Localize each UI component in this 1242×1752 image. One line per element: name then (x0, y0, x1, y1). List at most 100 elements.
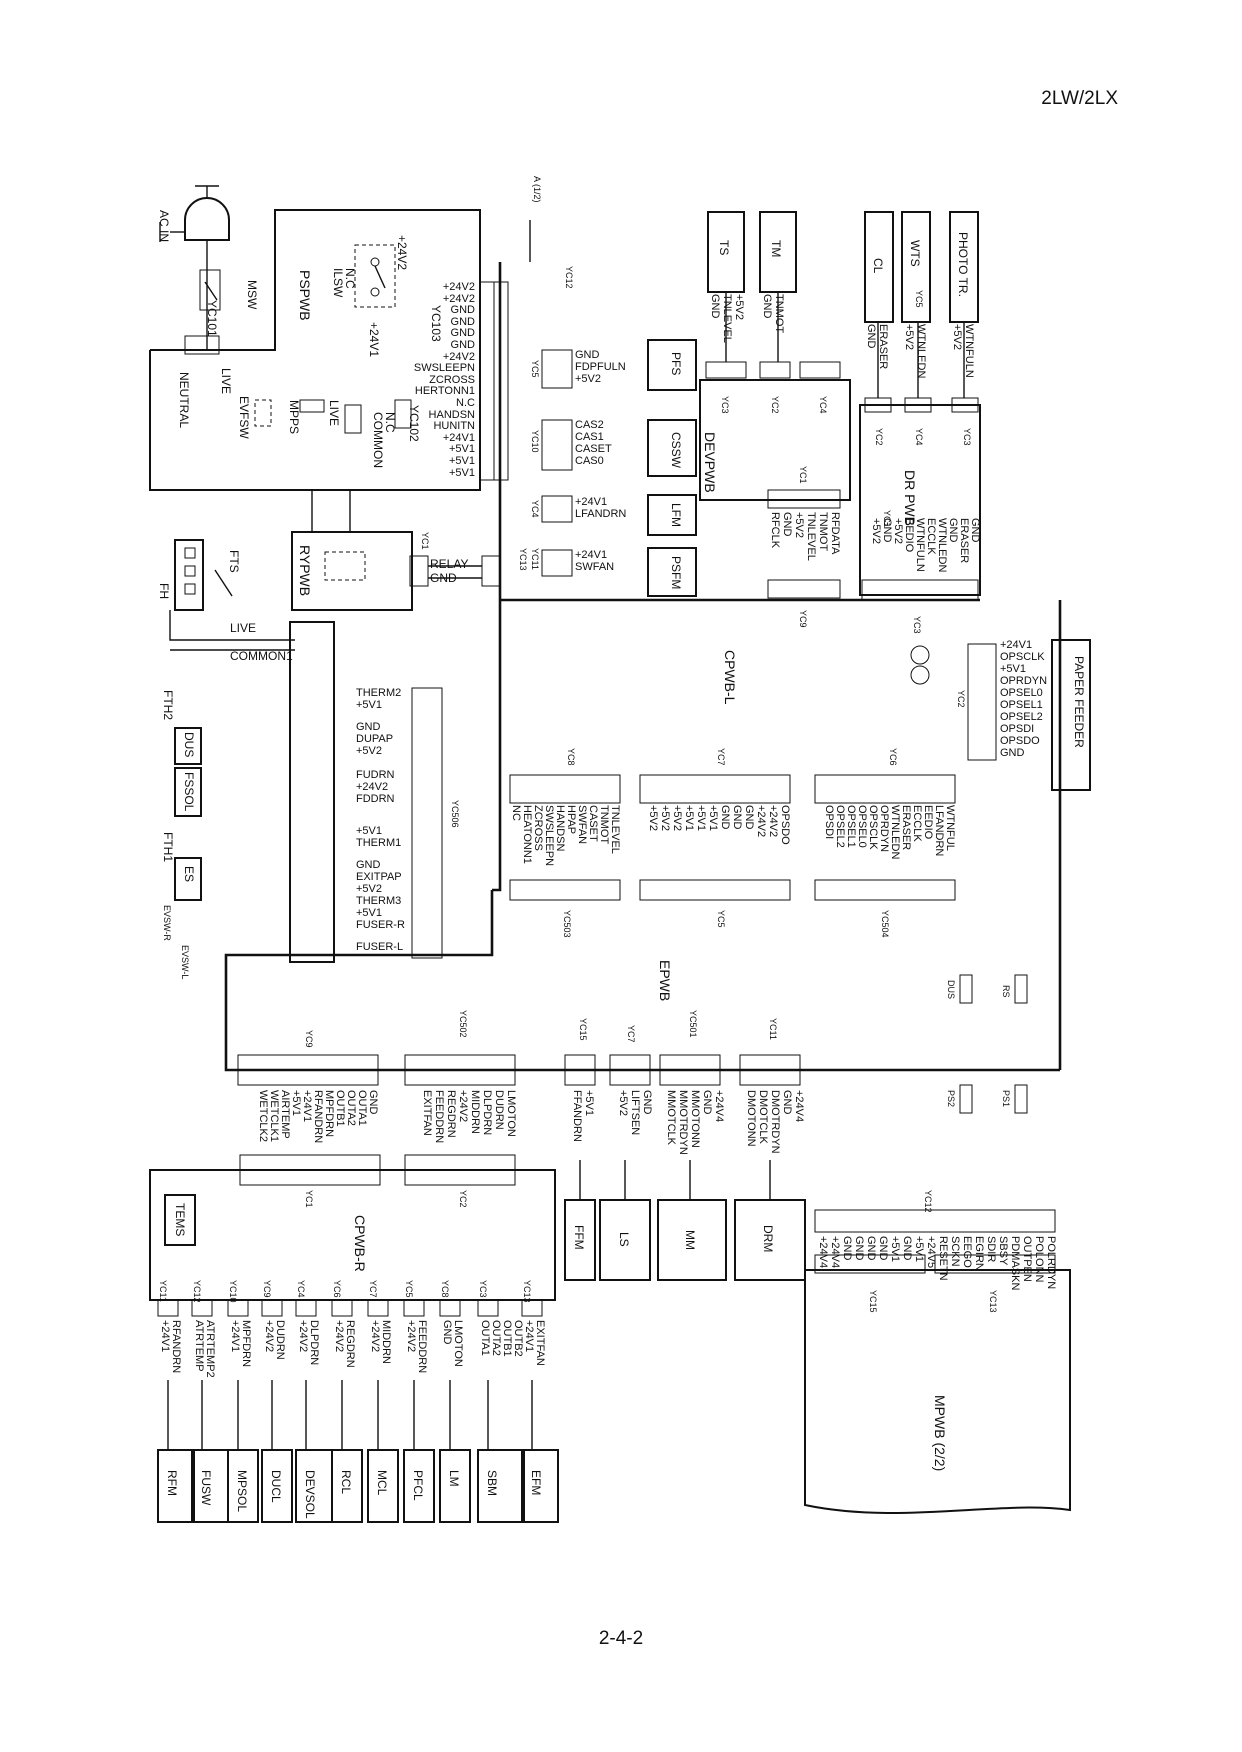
cpwb-r-signal: +24V2 (405, 1320, 417, 1352)
paper-feeder-label: PAPER FEEDER (1072, 656, 1086, 748)
epwb-bus (224, 890, 1060, 1072)
wts-label: WTS (908, 240, 922, 267)
dr-yc1-sig-5: WTNFULN (914, 518, 926, 572)
pf-sig-4: OPSEL0 (1000, 687, 1043, 699)
devpwb-yc4-label: YC4 (818, 396, 828, 414)
cssw-signals: CAS2 CAS1 CASET CAS0 (575, 419, 612, 467)
cpwb-r-signal: LMOTON (452, 1320, 464, 1367)
pf-sig-0: +24V1 (1000, 639, 1032, 651)
es-label: ES (182, 866, 196, 882)
yc6-sig-2: EEDIO (922, 805, 934, 840)
cpwb-r-conn-label: YC8 (440, 1280, 450, 1298)
yc7-sig-5: GND (719, 805, 731, 830)
lfm-label: LFM (669, 503, 683, 527)
devpwb-yc1-sig-2: TNLEVEL (805, 512, 817, 561)
epwb-yc9-sig-9: WETCLK1 (268, 1090, 280, 1142)
yc10-label: YC10 (530, 430, 540, 453)
es-sensor (174, 857, 202, 901)
mpwb-signal: POLONN (1033, 1236, 1045, 1283)
pf-yc2-connector (967, 643, 997, 761)
cpwb-r-signal: MIDDRN (380, 1320, 392, 1364)
cpwb-r-unit-label: RCL (339, 1470, 353, 1494)
yc101-label: YC101 (205, 300, 219, 337)
yc1-label: YC1 (420, 532, 430, 550)
epwb-yc7-sig-1: LIFTSEN (629, 1090, 641, 1135)
mpwb-signal: +5V1 (889, 1236, 901, 1262)
rypwb-label: RYPWB (297, 545, 313, 596)
cpwb-r-conn-label: YC9 (262, 1280, 272, 1298)
cssw-sig-1: CAS1 (575, 431, 604, 443)
yc103-sig: +5V1 (449, 466, 475, 479)
yc6-sig-1: LFANDRN (933, 805, 945, 856)
yc11-sig-3: DMOTCLK (757, 1090, 769, 1144)
yc501-sig-1: GND (701, 1090, 713, 1115)
yc8-sig-3: SWFAN (576, 805, 588, 844)
cpwb-r-signal: EXITFAN (534, 1320, 546, 1366)
cpwb-r-unit (227, 1449, 259, 1523)
dr-pwb-board: DR PWB CL WTS PHOTO TR. GND ERASER +5V2 … (859, 211, 981, 634)
yc8-sig-9: NC (510, 805, 522, 821)
cpwb-r-connector (191, 1299, 213, 1317)
yc7-sig-8: +5V1 (683, 805, 695, 831)
mpwb-label: MPWB (2/2) (932, 1395, 948, 1471)
mpwb-yc15-label: YC15 (868, 1290, 878, 1313)
lfm-unit: LFM (647, 494, 697, 536)
devpwb-yc1-sig-1: TNMOT (817, 512, 829, 551)
mpwb-signal: GND (901, 1236, 913, 1261)
cpwb-r-connector (439, 1299, 461, 1317)
yc506-signals: THERM2 +5V1 GND DUPAP +5V2 FUDRN +24V2 F… (356, 687, 405, 953)
supply-24v1-label: +24V1 (367, 322, 381, 357)
yc506-sig-6: +24V2 (356, 781, 388, 793)
yc103-sig: +5V1 (449, 454, 475, 467)
cpwb-r-unit (367, 1449, 399, 1523)
ts-label: TS (717, 240, 731, 255)
rypwb-board: RYPWB RELAY GND (291, 531, 501, 611)
cpwb-r-connector (157, 1299, 179, 1317)
ts-sig-0: GND (709, 294, 721, 319)
yc506-sig-14: +5V1 (356, 907, 382, 919)
paper-feeder-unit: PAPER FEEDER YC2 (910, 639, 1091, 791)
cpwb-r-signal: OUTA1 (479, 1320, 491, 1356)
pspwb-board: PSPWB YC103 YC101 YC102 (149, 209, 481, 491)
devpwb-board: DEVPWB TS TM GND TNLEVEL +5V2 GND TNMOT … (699, 211, 851, 628)
epwb-yc9-sig-4: MPFDRN (323, 1090, 335, 1137)
lfm-signals: +24V1 LFANDRN (575, 496, 626, 520)
cpwb-r-signal: +24V2 (263, 1320, 275, 1352)
yc6-sig-11: OPSDI (823, 805, 835, 839)
yc7-sig-10: +5V2 (659, 805, 671, 831)
mpwb-signal: GND (841, 1236, 853, 1261)
live-label: LIVE (219, 368, 233, 394)
epwb-yc9-label: YC9 (304, 1030, 314, 1048)
cpwb-r-signal: +24V1 (229, 1320, 241, 1352)
cpwb-l-yc7-label: YC7 (716, 748, 726, 766)
cpwb-r-signal: +24V2 (369, 1320, 381, 1352)
yc501-sig-3: MMOTRDYN (677, 1090, 689, 1155)
yc7-sig-11: +5V2 (647, 805, 659, 831)
cpwb-r-board: CPWB-R TEMS (149, 1154, 556, 1301)
epwb-ps2-label: PS2 (946, 1090, 956, 1107)
dr-yc1-sig-6: EEDIO (903, 518, 915, 553)
yc4-label: YC4 (530, 500, 540, 518)
cpwb-r-yc1-label: YC1 (304, 1190, 314, 1208)
yc5-label: YC5 (530, 360, 540, 378)
mpwb-signal: SBSY (997, 1236, 1009, 1266)
mpwb-signal: GND (853, 1236, 865, 1261)
cpwb-r-conn-label: YC10 (228, 1280, 238, 1303)
epwb-yc7-label: YC7 (626, 1025, 636, 1043)
cpwb-l-yc8-signals: TNLEVEL TNMOT CASET SWFAN HPAP HANDSN SW… (510, 805, 621, 866)
devpwb-yc9-label: YC9 (798, 610, 808, 628)
yc6-sig-4: ERASER (900, 805, 912, 850)
pf-sig-6: OPSEL2 (1000, 711, 1043, 723)
dr-yc3b-label: YC3 (912, 616, 922, 634)
cpwb-l-connectors: YC8 YC7 YC6 YC503 YC5 YC504 (509, 748, 956, 938)
mpwb-signal: RESETN (937, 1236, 949, 1281)
cpwb-r-unit-label: FUSW (199, 1470, 213, 1506)
epwb-rs-label: RS (1001, 985, 1011, 998)
yc506-sig-2: GND (356, 721, 381, 733)
cpwb-r-yc2-label: YC2 (458, 1190, 468, 1208)
cpwb-l-label: CPWB-L (722, 650, 738, 705)
live-label-2: LIVE (327, 400, 341, 426)
yc506-sig-8: +5V1 (356, 825, 382, 837)
dr-yc3-label: YC3 (962, 428, 972, 446)
devpwb-yc1-sig-4: GND (781, 512, 793, 537)
